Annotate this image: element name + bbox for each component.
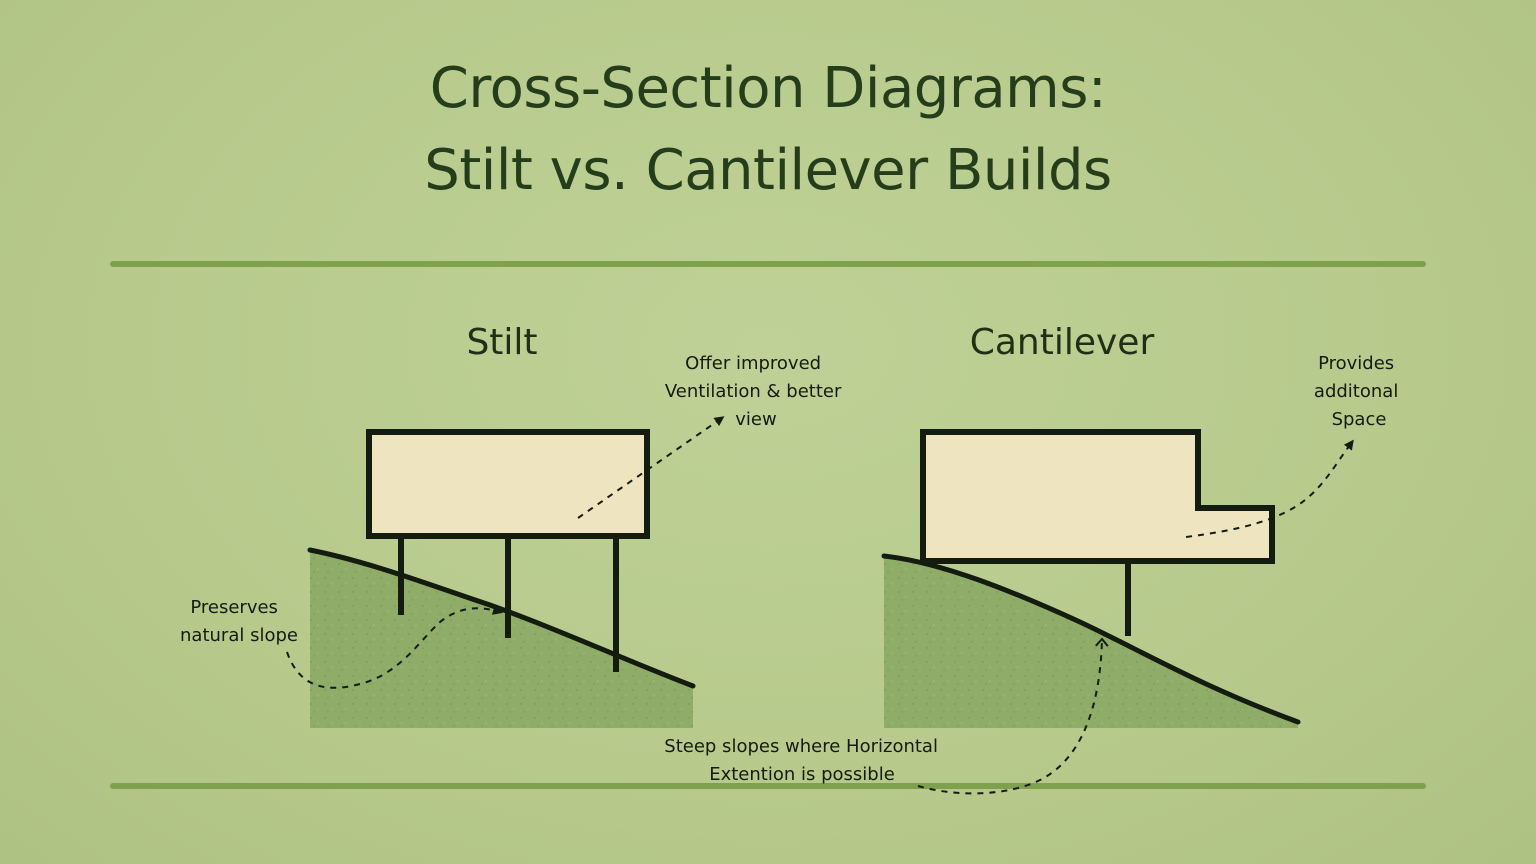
stilt-ground — [310, 550, 693, 728]
page-title: Cross-Section Diagrams: Stilt vs. Cantil… — [0, 48, 1536, 212]
cantilever-panel: Cantilever Provides additonal Space — [881, 322, 1404, 795]
stilt-building — [366, 429, 650, 539]
cantilever-building — [920, 429, 1275, 564]
title-line-1: Cross-Section Diagrams: — [429, 56, 1107, 121]
stilt-slope-arrow — [286, 605, 503, 689]
bottom-divider — [110, 783, 1426, 789]
stilt-ventilation-arrow — [577, 416, 725, 519]
cantilever-slope-arrow — [917, 637, 1109, 795]
horizontal-extension-note: Steep slopes where Horizontal Extention … — [664, 736, 943, 785]
cantilever-ground — [884, 556, 1298, 728]
stilt-slope-line — [307, 547, 696, 689]
stilt-slope-note: Preserves natural slope — [180, 597, 298, 646]
title-line-2: Stilt vs. Cantilever Builds — [424, 138, 1112, 203]
top-divider — [110, 261, 1426, 267]
cantilever-space-arrow — [1185, 439, 1354, 538]
stilt-ventilation-note: Offer improved Ventilation & better view — [665, 353, 847, 430]
stilt-panel: Stilt Offer improved Ventilation & bette… — [180, 322, 847, 728]
stilt-heading: Stilt — [466, 322, 537, 363]
cantilever-slope-line — [881, 553, 1301, 725]
cantilever-heading: Cantilever — [970, 322, 1155, 363]
cantilever-space-note: Provides additonal Space — [1314, 353, 1404, 430]
